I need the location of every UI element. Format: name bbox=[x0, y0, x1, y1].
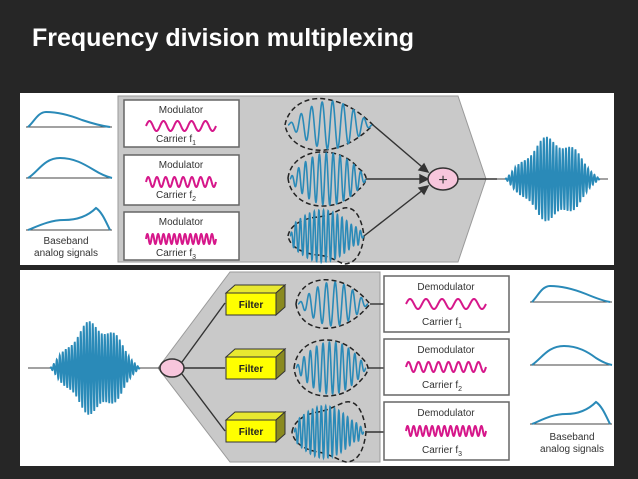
modulator-3: Modulator Carrier f3 bbox=[123, 211, 240, 261]
filter-1: Filter bbox=[224, 283, 287, 317]
modulator-label: Modulator bbox=[159, 160, 204, 171]
splitter bbox=[159, 302, 226, 432]
carrier-label: Carrier f2 bbox=[156, 190, 196, 203]
carrier-label: Carrier f1 bbox=[422, 317, 462, 330]
filtered-signal-1 bbox=[295, 279, 384, 329]
filter-label: Filter bbox=[239, 427, 264, 438]
baseband-caption-top-1: Baseband bbox=[43, 236, 88, 247]
demod-carrier-wave-1 bbox=[405, 297, 487, 311]
carrier-label: Carrier f1 bbox=[156, 134, 196, 147]
demodulator-1: Demodulator Carrier f1 bbox=[383, 275, 510, 333]
filtered-signal-2 bbox=[293, 339, 384, 397]
combiner: + bbox=[427, 167, 459, 191]
baseband-inputs: Baseband analog signals bbox=[26, 110, 113, 259]
demod-carrier-wave-2 bbox=[405, 360, 487, 374]
carrier-wave-1 bbox=[145, 119, 217, 133]
baseband-outputs: Baseband analog signals bbox=[530, 284, 613, 455]
multiplexer-panel: Baseband analog signals Modulator Carrie… bbox=[20, 93, 614, 265]
carrier-wave-2 bbox=[145, 175, 217, 189]
carrier-label: Carrier f2 bbox=[422, 380, 462, 393]
modulator-label: Modulator bbox=[159, 105, 204, 116]
baseband-caption-top-2: analog signals bbox=[34, 248, 98, 259]
demultiplexer-panel: Filter Filter Filter bbox=[20, 270, 614, 466]
filter-3: Filter bbox=[224, 410, 287, 444]
modulator-1: Modulator Carrier f1 bbox=[123, 99, 240, 148]
demodulator-3: Demodulator Carrier f3 bbox=[383, 401, 510, 461]
filter-2: Filter bbox=[224, 347, 287, 381]
recovered-signal-2 bbox=[531, 344, 613, 366]
filter-label: Filter bbox=[239, 364, 264, 375]
slide-title: Frequency division multiplexing bbox=[32, 24, 415, 52]
modulator-box bbox=[123, 99, 240, 148]
recovered-signal-1 bbox=[531, 284, 611, 303]
combiner-circle bbox=[427, 167, 459, 191]
baseband-signal-3 bbox=[27, 206, 111, 231]
demod-carrier-wave-3 bbox=[405, 424, 487, 438]
demodulator-label: Demodulator bbox=[417, 282, 475, 293]
composite-input-bottom bbox=[28, 321, 160, 415]
modulated-signal-3 bbox=[287, 207, 365, 265]
baseband-signal-1 bbox=[27, 110, 111, 128]
baseband-signal-2 bbox=[27, 156, 113, 179]
demodulator-2: Demodulator Carrier f2 bbox=[383, 338, 510, 396]
mux-arrows bbox=[363, 124, 497, 237]
carrier-label: Carrier f3 bbox=[422, 445, 462, 458]
baseband-caption-bottom-2: analog signals bbox=[540, 444, 604, 455]
baseband-caption-bottom-1: Baseband bbox=[549, 432, 594, 443]
recovered-signal-3 bbox=[531, 400, 611, 425]
carrier-wave-3 bbox=[145, 232, 217, 246]
modulated-signal-2 bbox=[287, 151, 367, 207]
modulator-2: Modulator Carrier f2 bbox=[123, 154, 240, 206]
combiner-symbol: + bbox=[438, 172, 447, 189]
composite-output-top bbox=[497, 136, 608, 222]
demodulator-label: Demodulator bbox=[417, 345, 475, 356]
filter-label: Filter bbox=[239, 300, 264, 311]
carrier-label: Carrier f3 bbox=[156, 248, 196, 261]
filtered-signal-3 bbox=[291, 401, 384, 463]
demodulator-label: Demodulator bbox=[417, 408, 475, 419]
modulator-label: Modulator bbox=[159, 217, 204, 228]
modulator-box bbox=[123, 211, 240, 261]
